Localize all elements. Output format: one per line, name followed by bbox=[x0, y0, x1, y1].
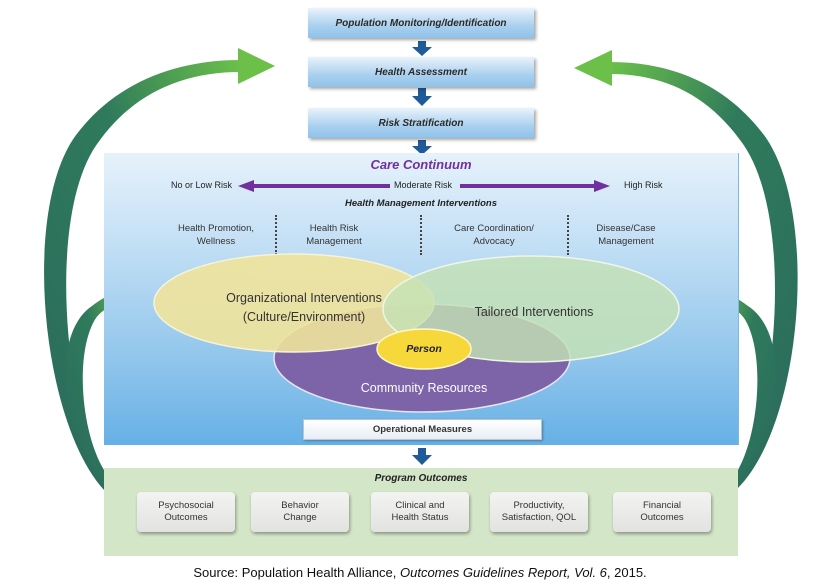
program-outcomes-title: Program Outcomes bbox=[374, 473, 468, 484]
risk-arrow-left bbox=[238, 180, 390, 192]
feedback-arrow-left-outer bbox=[44, 48, 275, 490]
risk-low-label: No or Low Risk bbox=[171, 180, 233, 190]
health-management-interventions-heading: Health Management Interventions bbox=[344, 198, 498, 209]
divider bbox=[420, 215, 422, 255]
tailored-interventions-label: Tailored Interventions bbox=[474, 305, 594, 319]
outcome-label: Behavior Change bbox=[281, 500, 319, 523]
risk-arrows bbox=[238, 180, 610, 192]
outcome-label: Financial Outcomes bbox=[640, 500, 684, 523]
feedback-arrow-right-outer bbox=[574, 50, 798, 488]
source-citation: Source: Population Health Alliance, Outc… bbox=[0, 565, 840, 580]
outcome-behavior-change: Behavior Change bbox=[251, 492, 349, 532]
venn-diagram bbox=[153, 253, 680, 413]
step-label: Population Monitoring/Identification bbox=[335, 17, 507, 29]
outcome-label: Psychosocial Outcomes bbox=[158, 500, 214, 523]
flow-arrow-4 bbox=[412, 448, 432, 465]
risk-arrow-right bbox=[460, 180, 610, 192]
flow-arrow-1 bbox=[412, 41, 432, 56]
divider bbox=[275, 215, 277, 255]
divider bbox=[567, 215, 569, 255]
outcome-label: Productivity, Satisfaction, QOL bbox=[501, 500, 577, 523]
flow-arrow-2 bbox=[412, 88, 432, 106]
program-outcomes-panel: Program Outcomes Psychosocial Outcomes B… bbox=[104, 468, 738, 556]
operational-measures-box: Operational Measures bbox=[303, 419, 542, 440]
category-care-coordination: Care Coordination/ Advocacy bbox=[454, 223, 534, 247]
step-health-assessment: Health Assessment bbox=[308, 57, 534, 87]
community-resources-label: Community Resources bbox=[360, 381, 488, 395]
step-population-monitoring: Population Monitoring/Identification bbox=[308, 8, 534, 38]
source-prefix: Source: Population Health Alliance, bbox=[193, 565, 400, 580]
outcome-productivity-satisfaction: Productivity, Satisfaction, QOL bbox=[490, 492, 588, 532]
step-label: Risk Stratification bbox=[378, 117, 464, 129]
risk-high-label: High Risk bbox=[624, 180, 663, 190]
category-health-promotion: Health Promotion, Wellness bbox=[177, 223, 255, 247]
source-suffix: , 2015. bbox=[606, 565, 647, 580]
outcome-clinical-health-status: Clinical and Health Status bbox=[371, 492, 469, 532]
flow-arrow-3 bbox=[412, 140, 432, 155]
outcome-label: Clinical and Health Status bbox=[391, 500, 449, 523]
organizational-interventions-label: Organizational Interventions (Culture/En… bbox=[226, 291, 382, 324]
source-report-title: Outcomes Guidelines Report, Vol. 6 bbox=[400, 565, 607, 580]
ellipse-person bbox=[376, 328, 472, 370]
outcome-psychosocial: Psychosocial Outcomes bbox=[137, 492, 235, 532]
risk-moderate-label: Moderate Risk bbox=[394, 180, 453, 190]
category-disease-case-management: Disease/Case Management bbox=[596, 223, 656, 247]
step-label: Health Assessment bbox=[375, 66, 467, 78]
category-health-risk-management: Health Risk Management bbox=[306, 223, 362, 247]
outcome-financial: Financial Outcomes bbox=[613, 492, 711, 532]
person-label: Person bbox=[406, 343, 442, 355]
step-risk-stratification: Risk Stratification bbox=[308, 108, 534, 138]
operational-measures-label: Operational Measures bbox=[372, 424, 473, 435]
care-continuum-panel: Care Continuum No or Low Risk Moderate R… bbox=[104, 153, 739, 445]
care-continuum-title: Care Continuum bbox=[370, 157, 472, 172]
